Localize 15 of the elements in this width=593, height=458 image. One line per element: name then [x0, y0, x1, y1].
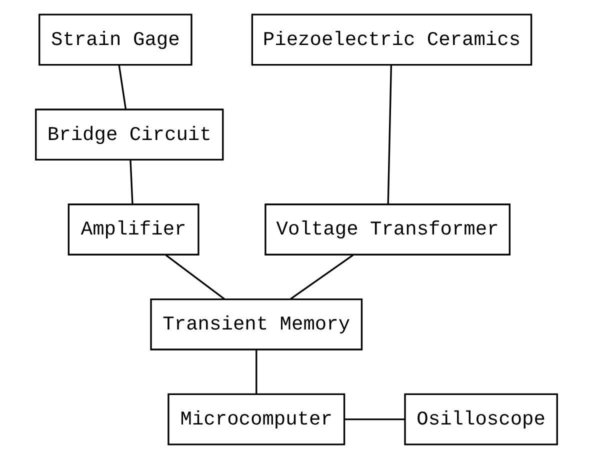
node-box: Osilloscope [404, 392, 558, 445]
connector [165, 254, 225, 300]
node-box: Strain Gage [38, 13, 192, 66]
connector [118, 64, 127, 108]
node-box: Piezoelectric Ceramics [251, 13, 532, 66]
connector [256, 350, 258, 394]
connector [344, 418, 405, 420]
connector [290, 254, 354, 300]
node-box: Transient Memory [150, 298, 363, 350]
node-box: Voltage Transformer [264, 203, 511, 255]
node-box: Amplifier [68, 203, 200, 255]
connector [387, 64, 392, 204]
node-box: Microcomputer [168, 392, 346, 445]
node-box: Bridge Circuit [35, 108, 224, 160]
connector [130, 160, 134, 204]
